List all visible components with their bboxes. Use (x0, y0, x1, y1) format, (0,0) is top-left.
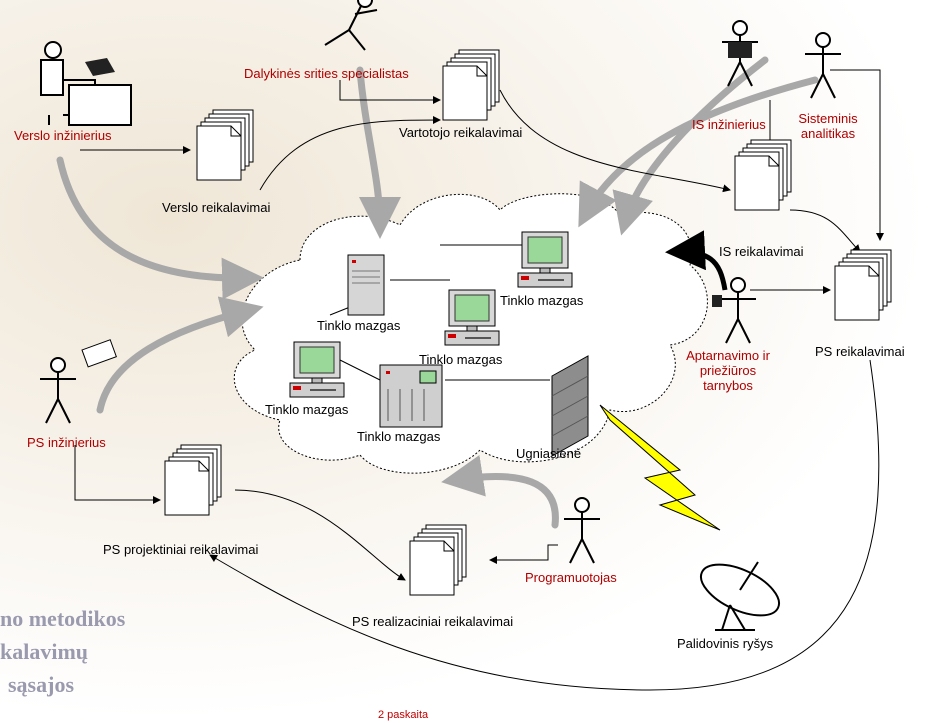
service-team-icon (712, 277, 757, 344)
document-stack-icon (409, 524, 467, 596)
document-stack-icon (196, 109, 254, 181)
actor-label-sisteminis: Sisteminis analitikas (798, 111, 858, 141)
document-stack-icon (734, 139, 792, 211)
document-stack-icon (834, 249, 892, 321)
document-stack-icon (164, 444, 222, 516)
lightning-icon (599, 404, 721, 531)
grey-arrows (56, 56, 819, 529)
node-label-2: Tinklo mazgas (500, 293, 584, 308)
actor-label-aptarnavimo: Aptarnavimo ir priežiūros tarnybos (686, 348, 770, 393)
background-text-2: kalavimų (0, 639, 89, 664)
mainframe-icon (379, 364, 443, 428)
doc-label-vartotojo: Vartotojo reikalavimai (399, 125, 523, 140)
doc-label-ps-proj: PS projektiniai reikalavimai (103, 542, 259, 557)
firewall-label: Ugniasienė (516, 446, 582, 461)
service-arrow (665, 230, 728, 291)
satellite-label: Palidovinis ryšys (677, 636, 774, 651)
system-analyst-icon (804, 32, 842, 99)
node-label-5: Tinklo mazgas (357, 429, 441, 444)
actor-label-ps-inz: PS inžinierius (27, 435, 106, 450)
footer-text: 2 paskaita (378, 709, 429, 721)
server-tower-icon (347, 254, 385, 316)
programmer-icon (563, 497, 601, 564)
domain-specialist-icon (324, 0, 378, 51)
firewall-icon (551, 355, 589, 457)
actor-label-dalykines: Dalykinės srities specialistas (244, 66, 409, 81)
node-label-4: Tinklo mazgas (265, 402, 349, 417)
background-text-1: no metodikos (0, 606, 126, 631)
doc-label-is: IS reikalavimai (719, 244, 804, 259)
business-engineer-icon (40, 41, 132, 126)
doc-label-ps-real: PS realizaciniai reikalavimai (352, 614, 514, 629)
pc-icon (517, 231, 573, 288)
is-engineer-icon (721, 20, 759, 87)
actor-label-programuotojas: Programuotojas (525, 570, 617, 585)
actor-label-verslo: Verslo inžinierius (14, 128, 112, 143)
software-engineer-icon (39, 339, 117, 424)
node-label-1: Tinklo mazgas (317, 318, 401, 333)
pc-icon (444, 289, 500, 346)
doc-label-verslo: Verslo reikalavimai (162, 200, 271, 215)
actor-label-is-inz: IS inžinierius (692, 117, 766, 132)
background-text-3: sąsajos (8, 672, 75, 697)
document-stack-icon (442, 49, 500, 121)
satellite-dish-icon (700, 561, 780, 631)
doc-label-ps: PS reikalavimai (815, 344, 905, 359)
pc-icon (289, 341, 345, 398)
node-label-3: Tinklo mazgas (419, 352, 503, 367)
